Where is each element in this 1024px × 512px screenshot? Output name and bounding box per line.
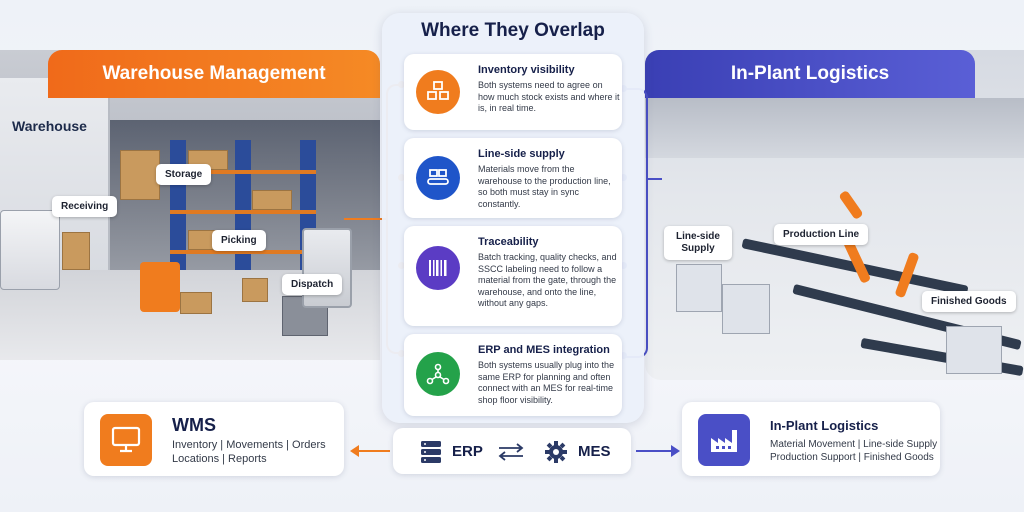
wms-modules-line2: Locations | Reports	[172, 453, 267, 465]
overlap-card-line-side-supply[interactable]: Line-side supply Materials move from the…	[404, 138, 622, 218]
in-plant-modules-line2: Production Support | Finished Goods	[770, 452, 934, 463]
warehouse-building-label: Warehouse	[12, 118, 87, 134]
overlap-title: Where They Overlap	[421, 20, 605, 41]
rack-shelf	[170, 250, 316, 254]
picking-tag: Picking	[212, 230, 266, 251]
bidirectional-arrows-icon	[496, 442, 526, 467]
wms-modules-line1: Inventory | Movements | Orders	[172, 439, 326, 451]
conveyor-icon	[416, 156, 460, 200]
plant-ceiling	[645, 98, 1024, 158]
forklift	[140, 262, 180, 312]
finished-goods-tag: Finished Goods	[922, 291, 1016, 312]
in-plant-card-title: In-Plant Logistics	[770, 418, 879, 433]
card-body: Batch tracking, quality checks, and SSCC…	[478, 252, 617, 308]
erp-to-wms-arrow	[356, 450, 390, 452]
card-body: Materials move from the warehouse to the…	[478, 164, 611, 209]
arrow-head-left	[350, 445, 359, 457]
card-title: ERP and MES integration	[478, 344, 610, 356]
factory-icon	[698, 414, 750, 466]
receiving-tag: Receiving	[52, 196, 118, 217]
card-body: Both systems need to agree on how much s…	[478, 80, 620, 113]
production-line-tag: Production Line	[774, 224, 869, 245]
rack-shelf	[170, 210, 316, 214]
network-icon	[416, 352, 460, 396]
stock-box	[242, 278, 268, 302]
card-body: Both systems usually plug into the same …	[478, 360, 615, 405]
stock-box	[62, 232, 90, 270]
warehouse-management-header: Warehouse Management	[48, 50, 380, 98]
storage-tag: Storage	[156, 164, 212, 185]
stock-box	[180, 292, 212, 314]
wms-title: WMS	[172, 415, 216, 435]
delivery-truck	[0, 210, 60, 290]
card-title: Traceability	[478, 236, 539, 248]
card-title: Line-side supply	[478, 148, 565, 160]
mes-label: MES	[578, 443, 611, 460]
material-pallet	[722, 284, 770, 334]
overlap-card-inventory-visibility[interactable]: Inventory visibility Both systems need t…	[404, 54, 622, 130]
overlap-card-erp-mes-integration[interactable]: ERP and MES integration Both systems usu…	[404, 334, 622, 416]
in-plant-logistics-header: In-Plant Logistics	[645, 50, 975, 98]
left-connector-line	[344, 218, 386, 220]
card-title: Inventory visibility	[478, 64, 575, 76]
boxes-icon	[416, 70, 460, 114]
line-side-supply-tag: Line-side Supply	[664, 226, 732, 260]
material-pallet	[676, 264, 722, 312]
arrow-head-right	[671, 445, 680, 457]
monitor-icon	[100, 414, 152, 466]
dispatch-dock	[302, 228, 352, 308]
server-icon	[420, 440, 442, 469]
overlap-card-traceability[interactable]: Traceability Batch tracking, quality che…	[404, 226, 622, 326]
dispatch-tag: Dispatch	[282, 274, 343, 295]
mes-to-in-plant-arrow	[636, 450, 672, 452]
stock-box	[252, 190, 292, 210]
barcode-icon	[416, 246, 460, 290]
gear-icon	[544, 440, 568, 469]
finished-goods-pallet	[946, 326, 1002, 374]
right-connector-line	[648, 178, 662, 180]
rack-shelf	[170, 170, 316, 174]
in-plant-modules-line1: Material Movement | Line-side Supply	[770, 439, 938, 450]
erp-label: ERP	[452, 443, 483, 460]
stock-box	[120, 150, 160, 200]
